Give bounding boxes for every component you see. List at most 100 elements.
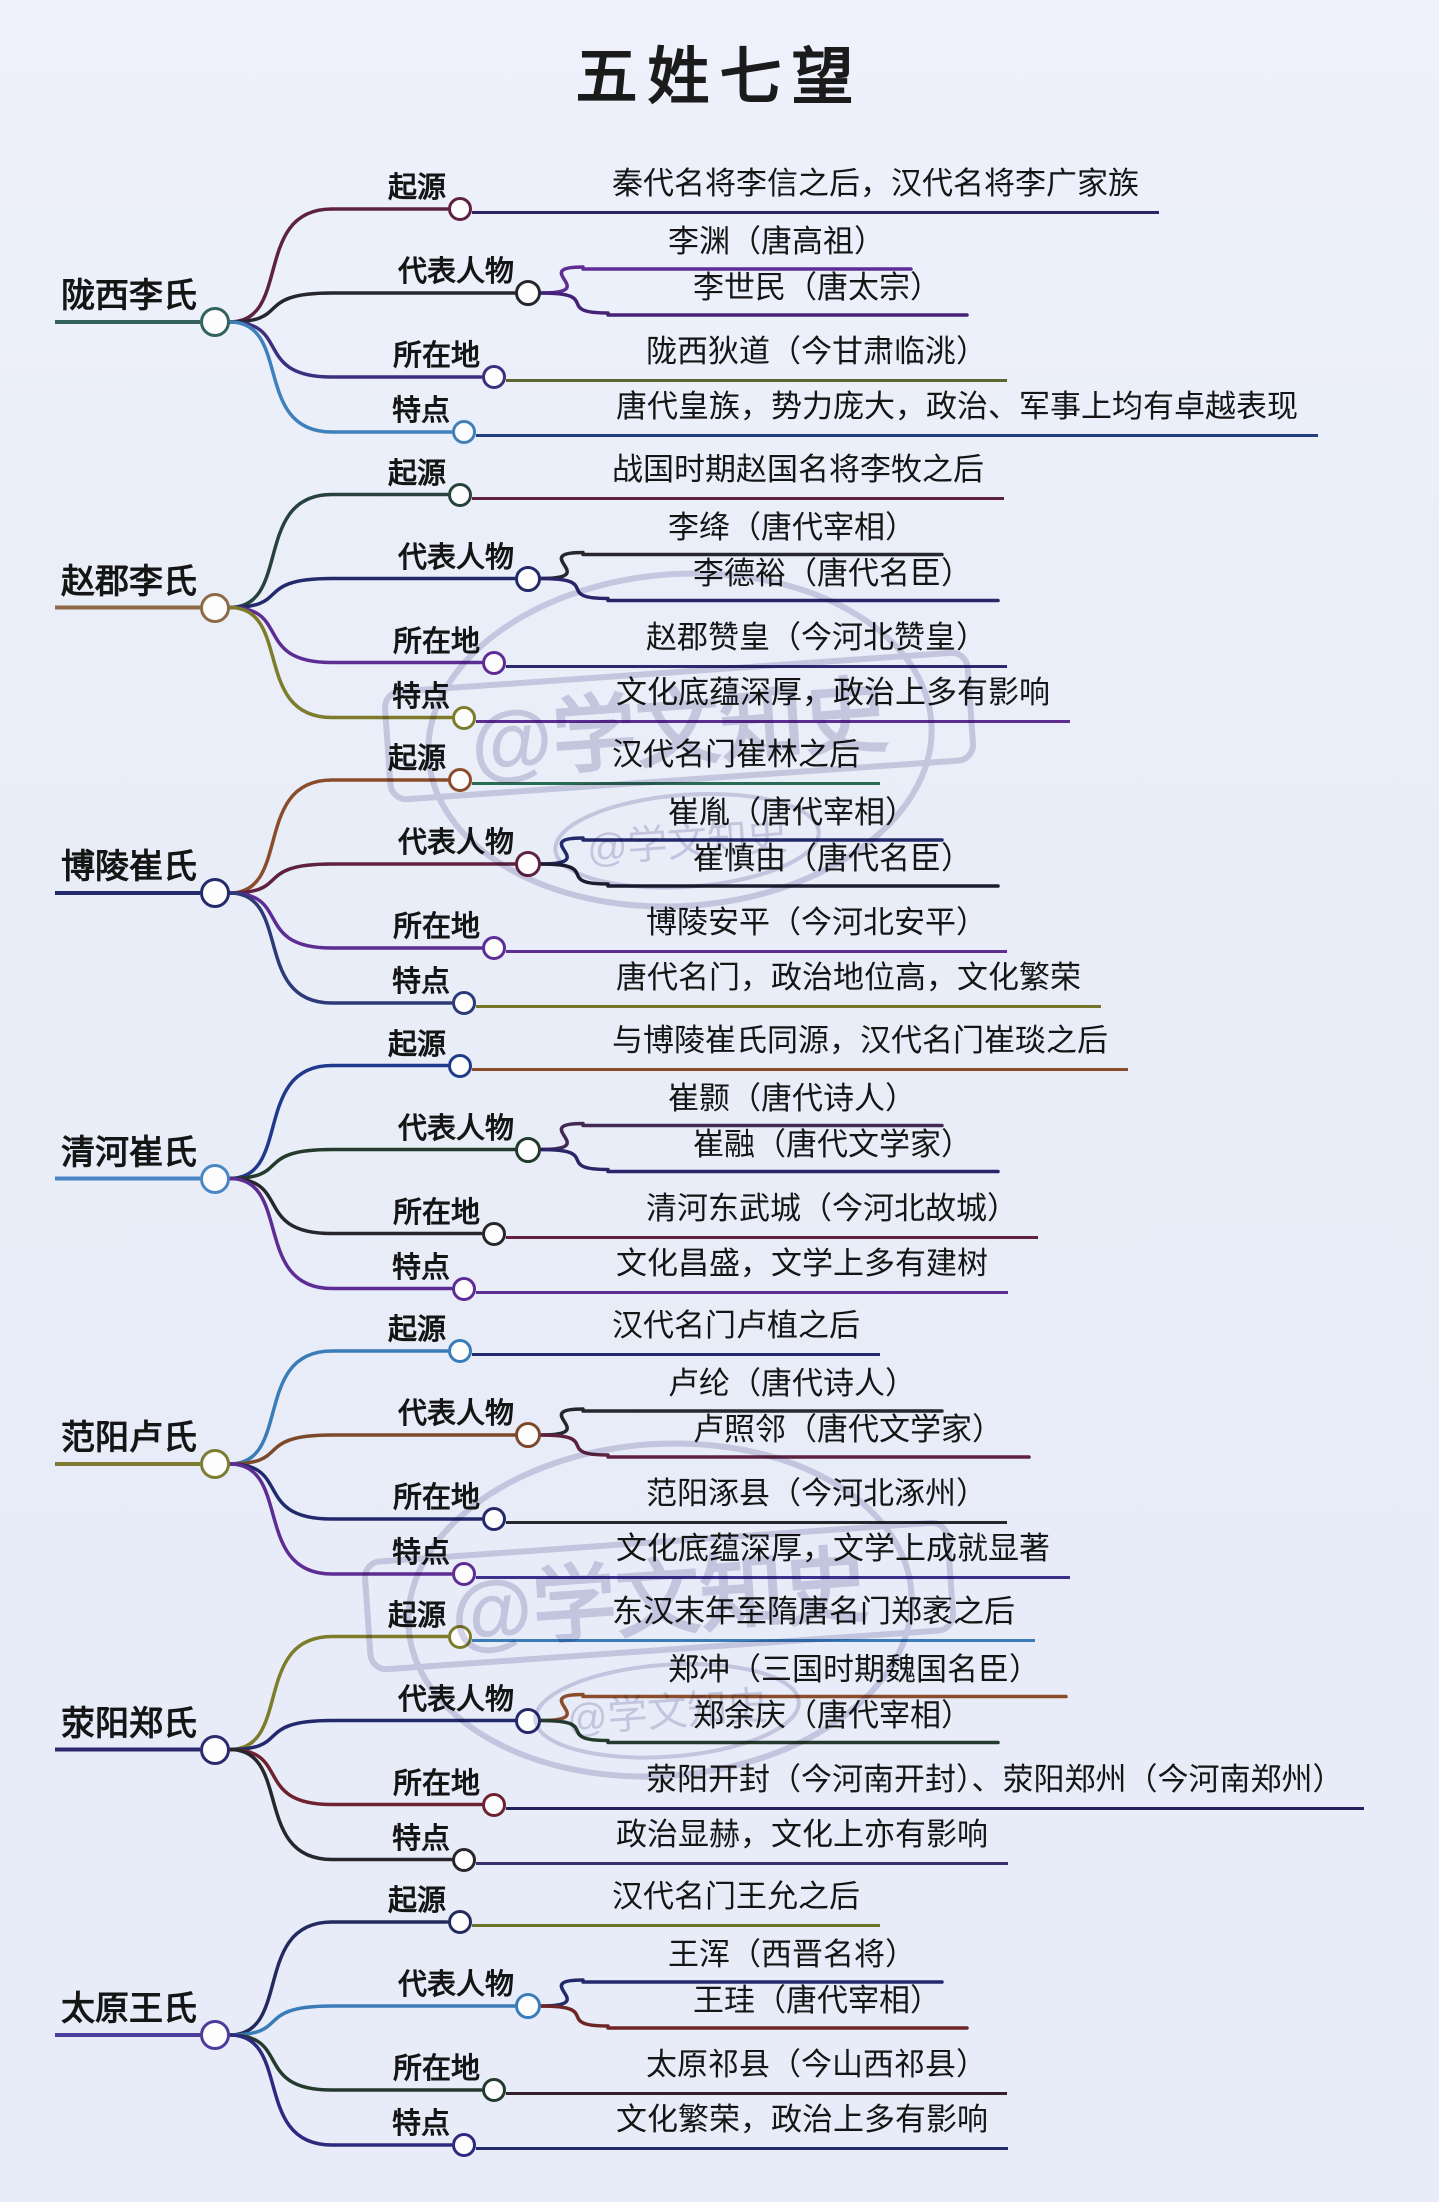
branch-content: 王浑（西晋名将）: [668, 1937, 916, 1972]
family-node-circle: [200, 1449, 230, 1479]
branch-content: 崔融（唐代文学家）: [693, 1126, 972, 1162]
branch-node-circle: [482, 936, 506, 960]
branch-curve: [228, 1063, 449, 1181]
branch-node-circle: [482, 650, 506, 675]
family-name: 清河崔氏: [61, 1133, 197, 1172]
branch-curve: [228, 492, 449, 610]
family-node-circle: [200, 2020, 230, 2050]
family-node-circle: [200, 592, 230, 623]
branch-content: 与博陵崔氏同源，汉代名门崔琰之后: [472, 1022, 1128, 1071]
branch-label: 特点: [391, 1537, 450, 1569]
branch-content: 崔胤（唐代宰相）: [668, 795, 916, 830]
family-node-circle: [200, 878, 230, 908]
branch-content: 李绛（唐代宰相）: [668, 509, 916, 545]
branch-content: 东汉末年至隋唐名门郑袤之后: [472, 1593, 1035, 1642]
fork-curve: [539, 265, 585, 295]
fork-curve: [539, 1718, 610, 1743]
fork-curve: [539, 1978, 585, 2008]
branch-label: 起源: [387, 1885, 446, 1917]
branch-node-circle: [482, 365, 506, 389]
fork-curve: [539, 1121, 585, 1152]
branch-node-circle: [515, 280, 541, 306]
branch-label: 起源: [387, 1599, 446, 1632]
fork-curve: [539, 862, 610, 886]
branch-content: 李渊（唐高祖）: [668, 224, 885, 259]
branch-curve: [228, 778, 449, 895]
branch-node-circle: [452, 991, 476, 1015]
branch-curve: [228, 605, 483, 665]
fork-curve: [539, 1692, 585, 1723]
branch-node-circle: [452, 1562, 476, 1586]
branch-content: 卢纶（唐代诗人）: [668, 1366, 916, 1401]
branch-content: 文化繁荣，政治上多有影响: [476, 2101, 1008, 2150]
branch-node-circle: [482, 1792, 506, 1817]
branch-curve: [228, 576, 517, 610]
branch-content: 汉代名门卢植之后: [472, 1307, 880, 1356]
branch-curve: [228, 1176, 453, 1291]
branch-curve: [228, 1147, 517, 1181]
branch-node-circle: [452, 2133, 476, 2157]
branch-label: 起源: [387, 457, 446, 490]
branch-label: 代表人物: [397, 1683, 514, 1716]
branch-content: 秦代名将李信之后，汉代名将李广家族: [472, 165, 1159, 214]
branch-label: 特点: [391, 1251, 450, 1284]
branch-node-circle: [515, 851, 541, 877]
branch-node-circle: [482, 1221, 506, 1246]
branch-curve: [228, 891, 453, 1005]
branch-node-circle: [448, 768, 472, 792]
branch-content: 崔颢（唐代诗人）: [668, 1080, 916, 1116]
branch-node-circle: [452, 1847, 476, 1872]
branch-curve: [228, 1462, 453, 1576]
branch-label: 特点: [391, 1822, 450, 1855]
branch-curve: [228, 2033, 483, 2092]
branch-node-circle: [448, 197, 472, 221]
branch-label: 特点: [391, 395, 450, 427]
branch-content: 卢照邻（唐代文学家）: [693, 1412, 1003, 1447]
branch-curve: [228, 1349, 449, 1466]
branch-node-circle: [515, 1422, 541, 1448]
branch-content: 政治显赫，文化上亦有影响: [476, 1816, 1008, 1865]
branch-node-circle: [482, 1507, 506, 1531]
family-node-circle: [200, 1734, 230, 1765]
family-name: 荥阳郑氏: [61, 1704, 197, 1743]
branch-content: 汉代名门王允之后: [472, 1878, 880, 1927]
branch-node-circle: [452, 420, 476, 444]
branch-content: 汉代名门崔林之后: [472, 736, 880, 785]
branch-label: 代表人物: [397, 1112, 514, 1145]
branch-curve: [228, 1747, 453, 1862]
branch-curve: [228, 207, 449, 324]
branch-label: 所在地: [392, 1196, 480, 1229]
branch-curve: [228, 320, 453, 434]
branch-label: 起源: [387, 172, 446, 204]
branch-node-circle: [448, 482, 472, 507]
branch-curve: [228, 1920, 449, 2037]
branch-curve: [228, 862, 517, 895]
branch-curve: [228, 2004, 517, 2037]
branch-content: 郑余庆（唐代宰相）: [693, 1697, 972, 1733]
branch-node-circle: [515, 565, 541, 592]
family-node-circle: [200, 1163, 230, 1194]
fork-curve: [539, 1433, 610, 1457]
branch-label: 起源: [387, 743, 446, 775]
branch-label: 特点: [391, 680, 450, 713]
branch-node-circle: [515, 1707, 541, 1734]
branch-label: 所在地: [392, 625, 480, 658]
branch-content: 赵郡赞皇（今河北赞皇）: [506, 619, 1007, 668]
branch-node-circle: [448, 1053, 472, 1078]
branch-node-circle: [482, 2078, 506, 2102]
fork-curve: [539, 836, 585, 866]
branch-content: 文化底蕴深厚，政治上多有影响: [476, 674, 1070, 723]
branch-node-circle: [515, 1993, 541, 2019]
fork-curve: [539, 2004, 610, 2028]
branch-content: 崔慎由（唐代名臣）: [693, 841, 972, 876]
branch-label: 所在地: [392, 911, 480, 943]
family-name: 太原王氏: [61, 1990, 197, 2028]
branch-label: 特点: [391, 2108, 450, 2140]
branch-content: 清河东武城（今河北故城）: [506, 1190, 1038, 1239]
branch-curve: [228, 1176, 483, 1236]
branch-curve: [228, 1747, 483, 1807]
branch-label: 特点: [391, 966, 450, 998]
branch-label: 起源: [387, 1314, 446, 1346]
fork-curve: [539, 1147, 610, 1172]
fork-curve: [539, 1407, 585, 1437]
